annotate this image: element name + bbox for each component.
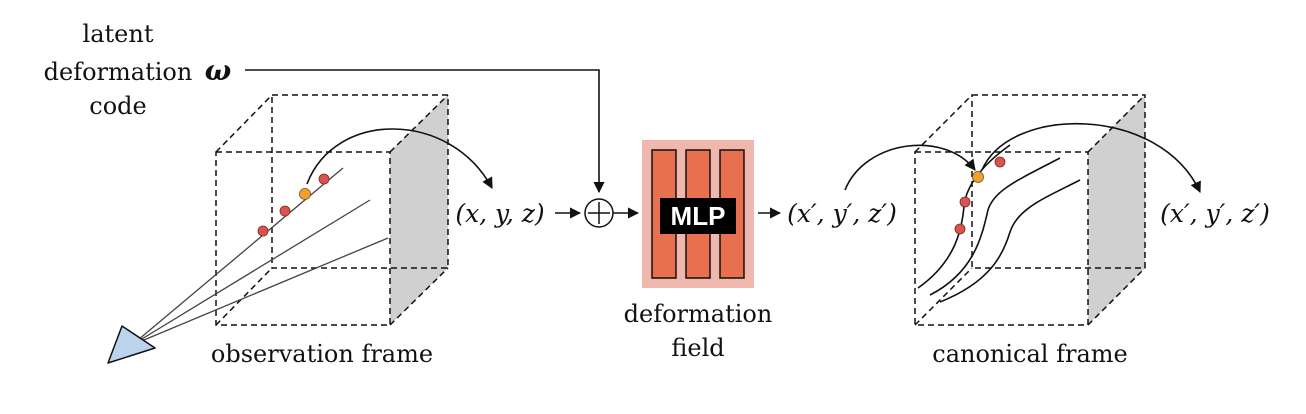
latent-label-line2: deformation [44, 58, 193, 86]
observation-frame-cube [215, 94, 449, 326]
canonical-cube-front-face [914, 151, 1089, 326]
canonical-frame-label: canonical frame [932, 340, 1127, 368]
canonical-cube-shaded-face [1088, 95, 1145, 325]
camera-ray-1 [131, 167, 344, 346]
observation-cube-edge-tr [389, 94, 449, 153]
output-coordinates-label-right: (x′, y′, z′) [1160, 199, 1270, 228]
mlp-block: MLP [642, 140, 754, 288]
observation-cube-front-face [215, 151, 391, 326]
observation-cube-back-face [271, 94, 449, 269]
omega-symbol: ω [205, 54, 232, 87]
output-coordinates-label: (x′, y′, z′) [787, 199, 897, 228]
observation-frame-label: observation frame [211, 340, 433, 368]
sample-point [959, 196, 971, 208]
input-coordinates-label: (x, y, z) [455, 199, 544, 228]
bent-ray-1 [917, 144, 1011, 289]
canonical-cube-edge-bl [914, 267, 973, 326]
observation-cube-edge-bl [215, 267, 273, 326]
deformation-field-label-line1: deformation [624, 300, 773, 328]
canonical-frame-cube [914, 94, 1146, 326]
sample-point [318, 173, 330, 185]
deformation-field-label-line2: field [671, 334, 724, 362]
canonical-cube-edge-br [1087, 267, 1146, 326]
mlp-label: MLP [671, 201, 726, 231]
mlp-label-box [660, 198, 736, 234]
highlighted-sample-point [972, 171, 984, 183]
sample-point [279, 205, 291, 217]
bent-ray-2 [929, 157, 1061, 296]
latent-label-line1: latent [83, 20, 154, 48]
canonical-cube-edge-tl [914, 94, 973, 153]
sample-point [257, 225, 269, 237]
camera-ray-2 [131, 199, 371, 346]
observation-cube-edge-br [389, 267, 449, 326]
bent-ray-3 [939, 179, 1081, 303]
camera-rays [131, 167, 389, 346]
canonical-cube-back-face [971, 94, 1146, 269]
camera-ray-3 [131, 237, 389, 346]
into-canonical-arrow [844, 144, 976, 191]
observation-cube-edge-tl [215, 94, 273, 153]
out-of-canonical-arrow [981, 122, 1201, 194]
latent-label-line3: code [89, 92, 146, 120]
highlighted-sample-point [299, 188, 311, 200]
camera-icon [107, 325, 156, 364]
canonical-cube-edge-tr [1087, 94, 1146, 153]
latent-code-arrow [245, 69, 605, 194]
sample-point [954, 223, 966, 235]
bent-rays [917, 144, 1081, 303]
sample-point [994, 156, 1006, 168]
plus-operator [584, 198, 614, 228]
latent-code-label: latent deformation ω code [44, 20, 232, 120]
observation-point-arrow [306, 128, 493, 189]
